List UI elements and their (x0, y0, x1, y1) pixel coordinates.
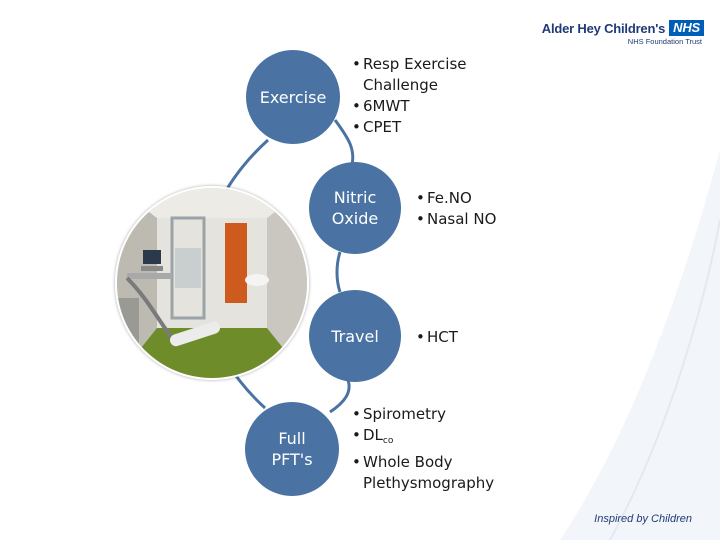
lab-room-photo (115, 186, 309, 380)
list-item: 6MWT (352, 96, 502, 117)
list-item: DLco (352, 425, 532, 452)
exercise-test-list: Resp Exercise Challenge 6MWT CPET (352, 54, 502, 138)
nitric-oxide-circle-label: Nitric Oxide (331, 188, 379, 228)
dlco-main: DL (363, 426, 383, 444)
full-pfts-test-list: Spirometry DLco Whole Body Plethysmograp… (352, 404, 532, 494)
travel-circle-label: Travel (331, 326, 379, 346)
list-item: Resp Exercise Challenge (352, 54, 502, 96)
full-pfts-circle-label: Full PFT's (271, 429, 313, 469)
nitric-oxide-circle: Nitric Oxide (309, 162, 401, 254)
full-pfts-circle: Full PFT's (245, 402, 339, 496)
list-item: Fe.NO (416, 188, 556, 209)
footer-tagline: Inspired by Children (594, 513, 692, 525)
nitric-oxide-test-list: Fe.NO Nasal NO (416, 188, 556, 230)
list-item: Spirometry (352, 404, 532, 425)
nhs-badge: NHS (669, 20, 704, 36)
list-item: HCT (416, 327, 516, 348)
dlco-subscript: co (382, 436, 394, 446)
list-item: CPET (352, 117, 502, 138)
exercise-circle-label: Exercise (259, 87, 327, 107)
alder-hey-logo: Alder Hey Children's NHS NHS Foundation … (542, 20, 704, 46)
travel-test-list: HCT (416, 327, 516, 348)
exercise-circle: Exercise (246, 50, 340, 144)
list-item: Nasal NO (416, 209, 556, 230)
list-item: Whole Body Plethysmography (352, 452, 532, 494)
logo-trust-name: NHS Foundation Trust (627, 37, 702, 46)
travel-circle: Travel (309, 290, 401, 382)
logo-org-name: Alder Hey Children's (541, 20, 666, 36)
